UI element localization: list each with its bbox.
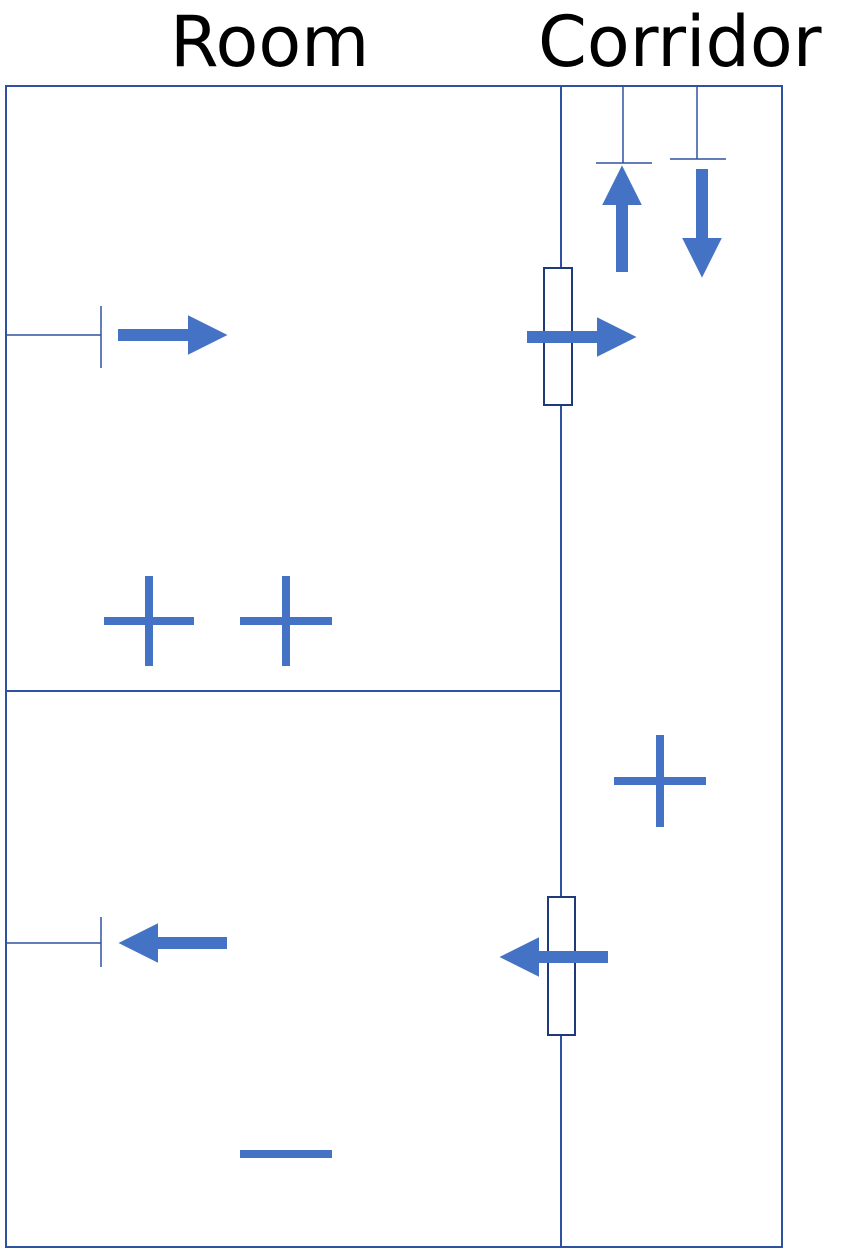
lower-grille-icon [547,896,576,1036]
exhaust-duct-icon [670,86,726,160]
lower-room-duct-icon [6,917,102,967]
plus-sign-icon [614,735,706,827]
plus-sign-icon [104,576,194,666]
room-label: Room [170,1,370,83]
corridor-label: Corridor [538,1,822,83]
door-grilles [543,267,576,1036]
pressure-symbols [104,576,706,1158]
building-outline [5,85,783,1248]
supply-duct-icon [596,86,652,164]
ducts [6,86,726,967]
plus-sign-icon [240,576,332,666]
airflow-arrows [118,165,722,977]
outer-wall [5,85,783,1248]
upper-room-duct-icon [6,306,102,368]
